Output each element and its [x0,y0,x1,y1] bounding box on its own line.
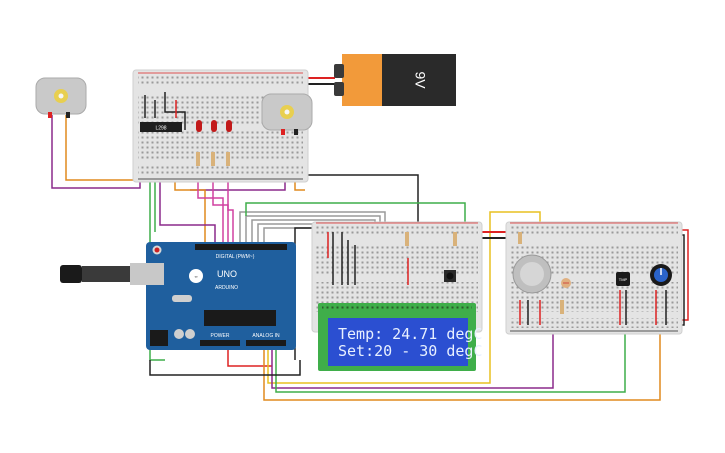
middle-board-jumpers [327,232,409,285]
usb-cable [82,266,130,282]
potentiometer[interactable] [650,264,672,286]
analog-label: ANALOG IN [252,333,280,339]
resistor-mid-2[interactable] [453,232,457,246]
capacitor-1 [174,329,184,339]
resistor-right-1[interactable] [518,232,522,244]
crystal [172,295,192,302]
digital-header[interactable] [195,244,287,250]
usb-port[interactable] [130,263,164,285]
driver-chip-label: L298 [155,126,166,132]
atmega-chip [204,310,276,326]
dc-motor-right[interactable] [261,93,313,135]
wire-purple-motor-left[interactable] [51,115,141,189]
top-board-jumpers [144,92,186,130]
wire-purple-long[interactable] [271,295,554,389]
tmp-label: TMP [619,277,628,282]
wire-red-edge[interactable] [678,229,689,321]
resistor-3[interactable] [226,152,230,166]
photoresistor[interactable] [561,278,571,288]
temperature-sensor[interactable]: TMP [616,272,630,286]
middle-resistors [405,232,457,246]
gas-sensor[interactable] [512,254,552,294]
led-red-2[interactable] [211,120,217,132]
arduino-logo-icon [189,269,203,283]
wire-magenta-led3[interactable] [227,170,234,245]
battery-label: 9V [412,71,428,89]
wire-yellow-long[interactable] [267,211,541,384]
resistors-top [196,152,230,166]
power-jack[interactable] [150,330,168,346]
analog-header[interactable] [246,340,286,346]
arduino-uno[interactable]: DIGITAL (PWM~) ∞ ARDUINO UNO POWER ANALO… [60,242,296,350]
resistor-2[interactable] [211,152,215,166]
motor-driver-chip[interactable]: L298 [140,122,182,132]
wire-orange-long[interactable] [263,280,661,401]
svg-text:∞: ∞ [195,274,198,279]
capacitor-2 [185,329,195,339]
arduino-brand-label: ARDUINO [215,285,238,291]
wire-red-bottom[interactable] [227,345,272,367]
arduino-model-label: UNO [217,269,237,279]
wire-black-bottom[interactable] [149,360,301,376]
resistor-1[interactable] [196,152,200,166]
battery-9v[interactable]: 9V [334,54,456,106]
right-board-jumpers [519,290,667,325]
usb-cable-plug [60,265,82,283]
lcd-line-2: Set:20 - 30 degC [338,342,483,360]
wire-orange-motor-left[interactable] [65,115,135,181]
led-red-3[interactable] [226,120,232,132]
digital-label: DIGITAL (PWM~) [216,254,255,260]
resistor-right-2[interactable] [560,300,564,314]
wire-green-long[interactable] [275,290,626,393]
right-board-parts: TMP [512,232,672,314]
push-button[interactable] [444,270,456,282]
dc-motor-left[interactable] [35,77,87,118]
resistor-mid-1[interactable] [405,232,409,246]
power-header[interactable] [200,340,240,346]
wire-magenta-led2[interactable] [212,170,229,245]
led-red-1[interactable] [196,120,202,132]
lcd-display: Temp: 24.71 degC Set:20 - 30 degC [318,303,483,371]
led-group [196,120,232,132]
lcd-line-1: Temp: 24.71 degC [338,325,483,343]
wire-magenta-led1[interactable] [197,170,224,245]
power-label: POWER [211,333,230,339]
